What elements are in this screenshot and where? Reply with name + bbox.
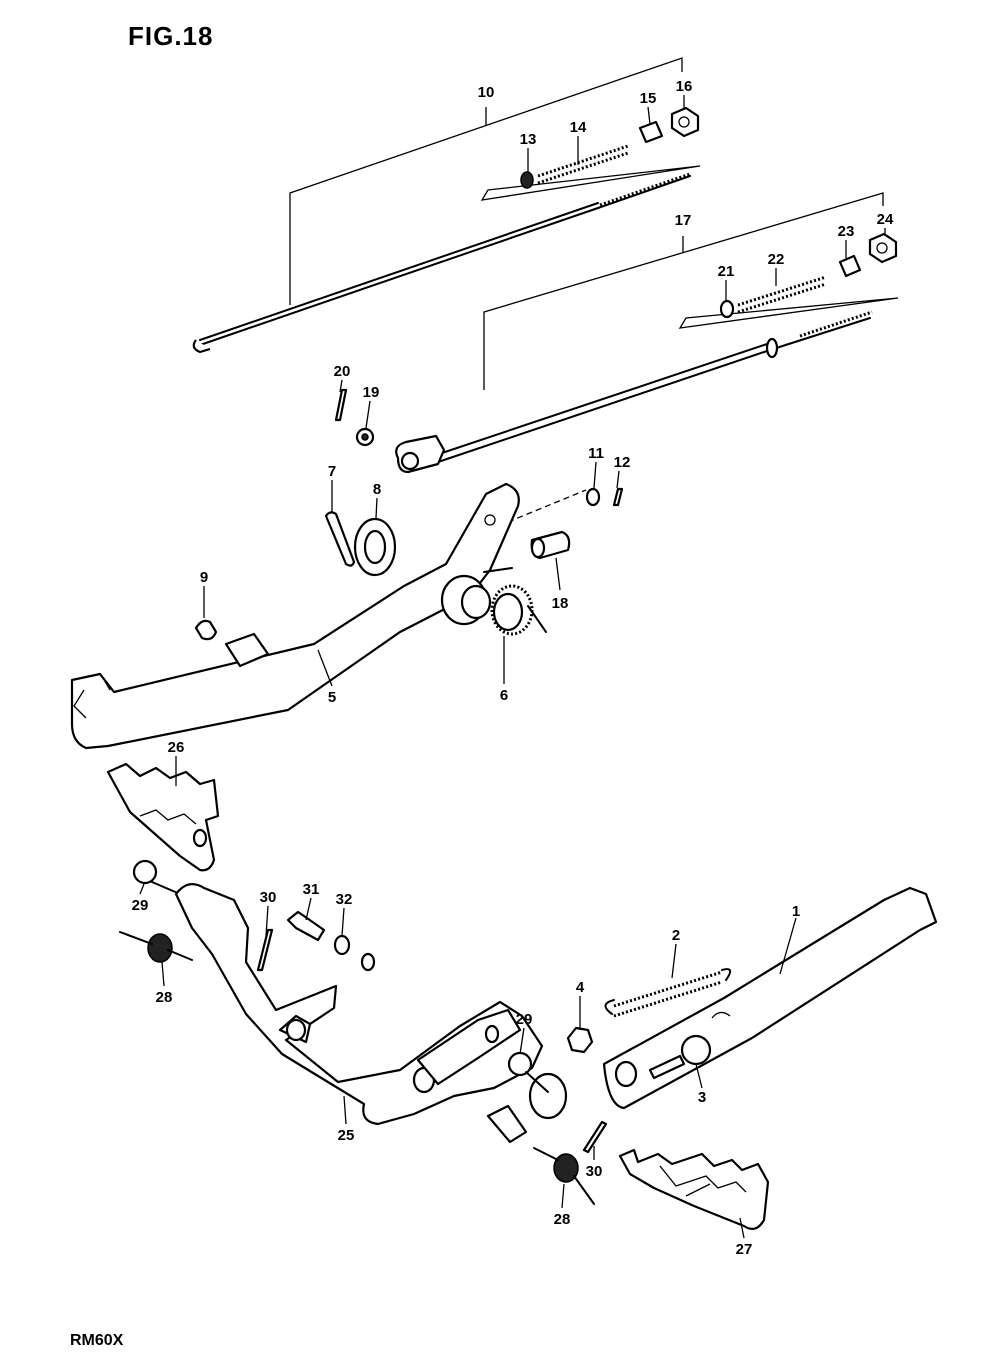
spring-14 bbox=[537, 144, 629, 178]
callout-12: 12 bbox=[614, 454, 631, 471]
figure-title: FIG.18 bbox=[128, 21, 213, 51]
callout-15: 15 bbox=[640, 90, 657, 107]
callout-26: 26 bbox=[168, 739, 185, 756]
nut-16 bbox=[670, 106, 700, 138]
nut-24 bbox=[868, 232, 898, 264]
callout-6: 6 bbox=[500, 687, 508, 704]
callout-4: 4 bbox=[576, 979, 585, 996]
footrest-bracket-25 bbox=[174, 883, 568, 1144]
washer-11 bbox=[585, 487, 601, 507]
callout-23: 23 bbox=[838, 223, 855, 240]
footrest-26 bbox=[106, 762, 220, 872]
callout-10: 10 bbox=[478, 84, 495, 101]
callout-16: 16 bbox=[676, 78, 693, 95]
callout-11: 11 bbox=[588, 445, 604, 462]
callout-30-left: 30 bbox=[260, 889, 277, 906]
callout-2: 2 bbox=[672, 927, 680, 944]
model-code: RM60X bbox=[70, 1332, 124, 1349]
bolt-head-29 bbox=[132, 859, 158, 885]
callout-17: 17 bbox=[675, 212, 692, 229]
callout-31: 31 bbox=[303, 881, 320, 898]
washer-13 bbox=[520, 171, 534, 189]
nut-4 bbox=[566, 1026, 594, 1054]
spring-28 bbox=[147, 933, 173, 963]
callout-30-right: 30 bbox=[586, 1163, 603, 1180]
callout-28-right: 28 bbox=[554, 1211, 571, 1228]
callout-8: 8 bbox=[373, 481, 381, 498]
callout-14: 14 bbox=[570, 119, 587, 136]
cotter-pin-20 bbox=[334, 388, 348, 422]
callout-9: 9 bbox=[200, 569, 208, 586]
bolt-31 bbox=[286, 910, 326, 942]
callout-21: 21 bbox=[718, 263, 735, 280]
brake-pedal-5 bbox=[70, 482, 520, 750]
callout-7: 7 bbox=[328, 463, 336, 480]
pin-7 bbox=[324, 511, 356, 567]
footrest-27 bbox=[618, 1148, 770, 1231]
spring-6 bbox=[490, 584, 534, 636]
leader-lines bbox=[139, 95, 886, 1239]
cap-9 bbox=[194, 619, 218, 641]
callout-25: 25 bbox=[338, 1127, 355, 1144]
callout-27: 27 bbox=[736, 1241, 753, 1258]
callout-28-left: 28 bbox=[156, 989, 173, 1006]
cotter-pin-30 bbox=[256, 928, 274, 972]
callout-29-left: 29 bbox=[132, 897, 149, 914]
callout-1: 1 bbox=[792, 903, 800, 920]
callout-labels: 1 2 3 4 5 6 7 8 9 10 11 12 13 14 15 16 1… bbox=[132, 78, 894, 1258]
spring-2 bbox=[604, 968, 732, 1018]
brake-rod-assembly-17 bbox=[395, 192, 899, 474]
brake-rod-assembly-10 bbox=[192, 57, 701, 354]
cotter-pin-12 bbox=[612, 487, 624, 507]
callout-22: 22 bbox=[768, 251, 785, 268]
bolt-3 bbox=[648, 1054, 686, 1080]
callout-20: 20 bbox=[334, 363, 351, 380]
callout-29-right: 29 bbox=[516, 1011, 533, 1028]
washer-32 bbox=[333, 934, 351, 956]
callout-19: 19 bbox=[363, 384, 380, 401]
callout-5: 5 bbox=[328, 689, 336, 706]
washer-21 bbox=[719, 299, 735, 319]
pedal-block bbox=[224, 632, 270, 668]
joint-15 bbox=[638, 120, 664, 144]
callout-3: 3 bbox=[698, 1089, 706, 1106]
callout-13: 13 bbox=[520, 131, 537, 148]
callout-32: 32 bbox=[336, 891, 353, 908]
spring-22 bbox=[737, 275, 827, 307]
callout-18: 18 bbox=[552, 595, 569, 612]
joint-23 bbox=[838, 254, 862, 278]
callout-24: 24 bbox=[877, 211, 894, 228]
